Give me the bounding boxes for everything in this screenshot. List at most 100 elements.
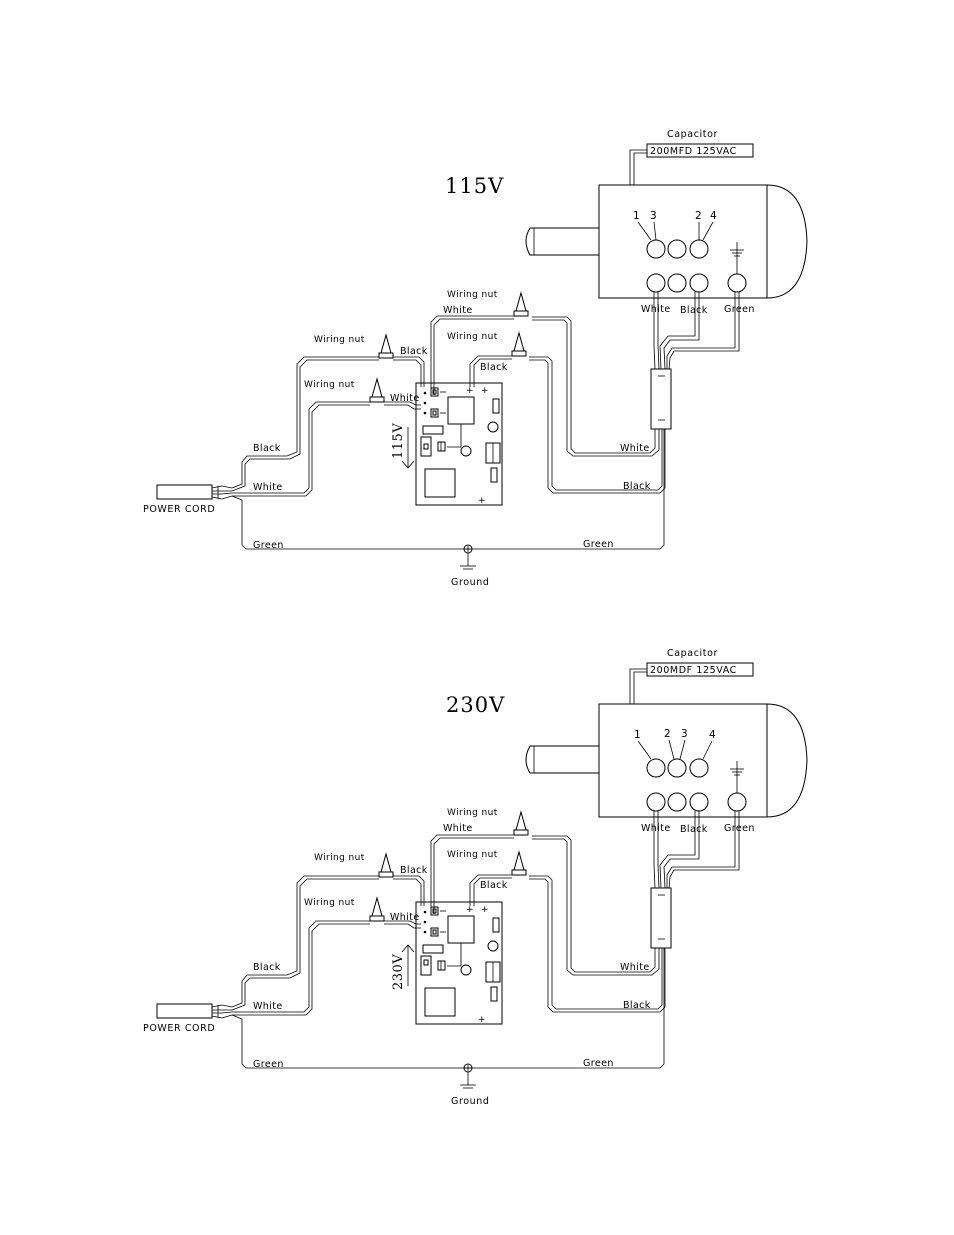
capacitor-box [646,662,754,677]
terminal-lead [679,739,686,760]
capacitor-lead [629,149,647,185]
wiring-diagram-230v: 230V Capacitor 200MDF 125VAC 1 2 3 4 [143,648,808,1107]
power-cord-plug [156,1003,213,1019]
wiring-nut-label: Wiring nut [447,332,498,342]
terminal-number: 2 [664,728,671,740]
wiring-nut-label: Wiring nut [304,380,355,390]
wire-nut-icon [513,850,525,871]
terminal-lead [637,221,652,241]
ground-label: Ground [451,577,490,588]
wiring-nut-label: Wiring nut [304,898,355,908]
ground-symbol-icon [730,761,744,793]
wiring-nut-left-upper: Wiring nut Black [231,333,427,492]
power-cord-label: POWER CORD [143,504,215,515]
right-wires: White Black Green [468,835,666,1069]
board-terminal [430,387,439,397]
ground-label: Ground [451,1096,490,1107]
capacitor-box [646,143,754,158]
board-relay [447,396,475,425]
wiring-nut-mid: Wiring nut Black [447,850,527,906]
terminal-circle [646,273,666,293]
terminal-circle [667,758,687,778]
wiring-nut-label: Wiring nut [314,853,365,863]
diagram-title: 230V [446,693,505,717]
control-board: + + + 115V [391,382,503,506]
motor-wire-label: Black [680,824,708,835]
motor: 1 2 3 4 White Black Green [525,703,808,835]
wire-nut-icon [515,291,527,312]
ground-terminal [727,273,747,293]
ground-terminal [727,792,747,812]
wire-label: Black [400,865,428,876]
terminal-circle [689,273,709,293]
capacitor-label: Capacitor [667,648,718,659]
control-board: + + + 230V [391,901,503,1025]
wiring-nut-left-lower: Wiring nut White [232,896,421,1016]
wire-label: White [443,823,473,834]
wiring-nut-left-upper: Wiring nut Black [231,852,428,1011]
wire-label: Black [480,880,508,891]
wiring-nut-top: Wiring nut White [430,808,529,914]
capacitor: Capacitor 200MDF 125VAC [629,648,754,704]
wiring-nut-label: Wiring nut [447,290,498,300]
wiring-nut-left-lower: Wiring nut White [232,377,421,497]
capacitor-value: 200MFD 125VAC [650,146,737,157]
ground: Ground [451,1063,490,1107]
power-cord: POWER CORD Black White Green [143,962,468,1070]
terminal-circle [646,758,666,778]
conduit [650,887,672,949]
ground: Ground [451,544,490,588]
capacitor-value: 200MDF 125VAC [650,665,737,676]
motor-cable [650,811,740,949]
wire-label: White [390,912,420,923]
wire-label: Green [253,540,284,551]
wire-nut-icon [380,333,392,354]
plus-marker: + [481,905,489,915]
motor-shaft [525,227,599,256]
motor-shaft [525,745,599,774]
terminal-number: 4 [709,729,716,741]
plus-marker: + [481,386,489,396]
arrow-down-icon [401,427,415,469]
wire-nut-icon [380,852,392,873]
wiring-nut-mid: Wiring nut Black [447,331,527,387]
voltage-label: 230V [391,954,406,990]
terminal-circle [689,758,709,778]
motor-cable [650,292,740,430]
wire-label: Black [253,443,281,454]
wiring-nut-label: Wiring nut [314,335,365,345]
wire-label: White [443,305,473,316]
plus-marker: + [466,386,474,396]
wire-nut-icon [515,810,527,831]
terminal-number: 1 [634,729,641,741]
terminal-circle [646,239,666,259]
motor-wire-label: White [641,823,671,834]
wire-label: Green [583,539,614,550]
terminal-lead [653,221,657,241]
plus-marker: + [478,1015,486,1025]
terminal-lead [668,739,675,760]
wire-label: Black [623,1000,651,1011]
terminal-circle [667,239,687,259]
diagram-title: 115V [445,174,504,198]
terminal-number: 3 [681,728,688,740]
board-terminal [430,408,439,418]
power-cord-label: POWER CORD [143,1023,215,1034]
wire-label: Green [583,1058,614,1069]
ground-symbol-icon [730,242,744,274]
wire-nut-icon [371,896,383,917]
wire-label: White [620,962,650,973]
board-relay [447,915,475,944]
terminal-number: 1 [633,210,640,222]
terminal-circle [689,239,709,259]
wire-label: White [253,482,283,493]
plus-marker: + [478,496,486,506]
terminal-number: 4 [710,210,717,222]
voltage-switch [420,436,432,457]
terminal-number: 3 [650,210,657,222]
right-wires: White Black Green [468,316,666,550]
wire-label: Black [623,481,651,492]
wiring-nut-top: Wiring nut White [430,290,529,395]
board-terminal [430,927,439,937]
wiring-nut-label: Wiring nut [447,850,498,860]
